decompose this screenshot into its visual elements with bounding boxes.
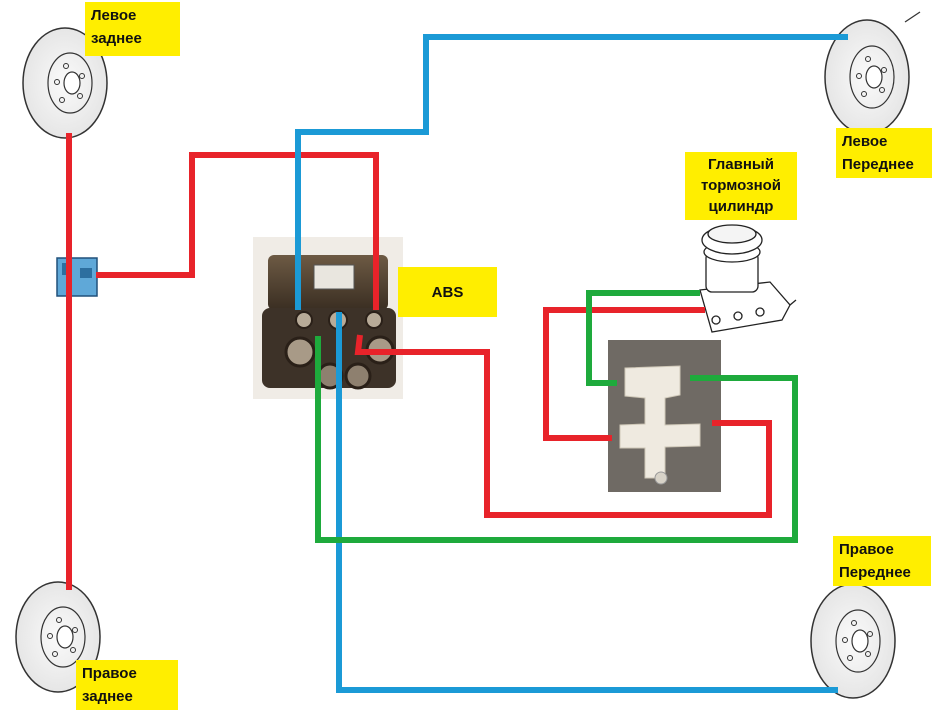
blue-line-front-right: [336, 312, 838, 693]
label-rear-left-line1: Левое: [91, 7, 137, 24]
label-master-cylinder-line1: Главный: [708, 156, 774, 173]
red-line-master-to-regulator: [543, 307, 705, 441]
label-master-cylinder-line3: цилиндр: [708, 198, 774, 215]
label-abs: ABS: [398, 267, 497, 317]
green-line-abs-to-regulator: [315, 336, 798, 543]
label-front-left: Левое Переднее: [836, 128, 932, 178]
label-front-right: Правое Переднее: [833, 536, 931, 586]
label-rear-left: Левое заднее: [85, 2, 180, 56]
label-rear-left-line2: заднее: [91, 30, 142, 47]
label-rear-right-line1: Правое: [82, 665, 137, 682]
label-rear-right-line2: заднее: [82, 688, 133, 705]
brake-regulator-block: [608, 340, 721, 492]
green-line-master-to-regulator: [586, 290, 700, 386]
label-abs-text: ABS: [431, 283, 464, 301]
label-front-left-line1: Левое: [842, 133, 888, 150]
label-rear-right: Правое заднее: [76, 660, 178, 710]
abs-unit: [253, 237, 403, 399]
label-front-right-line1: Правое: [839, 541, 894, 558]
red-line-abs-to-regulator: [354, 334, 772, 518]
blue-line-front-left: [295, 34, 848, 310]
rear-tee-connector: [56, 257, 98, 297]
label-master-cylinder: Главный тормозной цилиндр: [685, 152, 797, 220]
disc-front-left: [824, 11, 921, 135]
red-line-abs-to-rear: [96, 152, 379, 310]
label-master-cylinder-line2: тормозной: [700, 177, 782, 194]
disc-front-right: [810, 579, 916, 699]
label-front-left-line2: Переднее: [842, 156, 914, 173]
label-front-right-line2: Переднее: [839, 564, 911, 581]
master-cylinder-icon: [699, 224, 797, 333]
